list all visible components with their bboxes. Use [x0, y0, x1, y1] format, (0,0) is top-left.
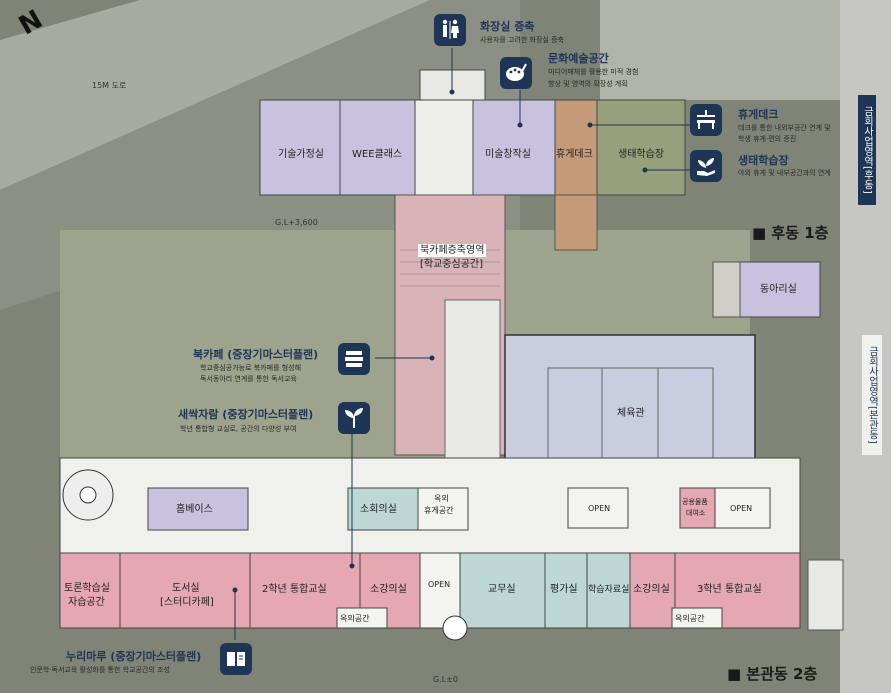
room-label-lecture-1: 소강의실: [370, 584, 407, 595]
callout-deck-desc2: 학생 휴게·편의 증진: [738, 135, 797, 143]
room-label-wee: WEE클래스: [352, 149, 403, 160]
corridor-core: [444, 299, 501, 461]
callout-sprout-title: 새싹자람 (중장기마스터플랜): [178, 408, 314, 421]
room-eco: [596, 99, 686, 196]
callout-bookcafe-title: 북카페 (중장기마스터플랜): [193, 348, 319, 361]
callout-restroom-title: 화장실 증축: [480, 20, 535, 33]
room-outdoor-rest: [417, 487, 469, 531]
plant-hand-icon: [690, 150, 722, 182]
room-label-materials: 학습자료실: [588, 585, 630, 595]
restroom-icon: [434, 14, 466, 46]
room-label-eval: 평가실: [550, 584, 578, 595]
room-label-debate-1: 토론학습실: [64, 583, 110, 594]
room-label-club: 동아리실: [760, 284, 797, 295]
callout-sprout-desc: 학년 통합형 교실로, 공간의 다양성 부여: [180, 425, 297, 433]
callout-restroom-desc: 사용자를 고려한 화장실 증축: [480, 36, 564, 44]
room-label-grade3: 3학년 통합교실: [697, 584, 762, 595]
room-label-north-cafe-sub: [학교중심공간]: [420, 259, 484, 270]
room-label-open-3: OPEN: [428, 580, 451, 589]
room-label-lecture-2: 소강의실: [633, 584, 670, 595]
book-open-icon: [220, 643, 252, 675]
bench-icon: [690, 104, 722, 136]
stair-core: [414, 99, 474, 196]
sprout-icon: [338, 402, 370, 434]
callout-eco-desc: 야외 휴게 및 내부공간과의 연계: [738, 169, 831, 177]
callout-bookcafe-desc1: 학교중심공가능로 북카페를 형성해: [200, 364, 302, 372]
side-label-rear: 금회사업영역[후동]: [858, 95, 876, 205]
room-label-grade2: 2학년 통합교실: [262, 584, 327, 595]
room-wee: [339, 99, 416, 196]
room-debate: [59, 552, 121, 629]
level-upper: G.L+3,600: [275, 218, 318, 227]
outdoor-space-2: [671, 607, 723, 629]
room-label-library-1: 도서실: [172, 583, 200, 594]
room-lending: [679, 487, 716, 529]
callout-bookcafe-desc2: 독서동아리 연계를 통한 독서교육: [200, 375, 297, 383]
room-label-tech-home: 기술가정실: [278, 149, 324, 160]
room-art: [472, 99, 556, 196]
room-label-outdoor-space-1: 옥외공간: [340, 614, 370, 623]
room-label-outdoor-space-2: 옥외공간: [675, 614, 705, 623]
callout-culture-desc2: 향상 및 영역의 확장성 계획: [548, 80, 628, 88]
road-label: 15M 도로: [92, 81, 127, 90]
room-label-small-meeting: 소회의실: [360, 504, 397, 515]
room-label-staff: 교무실: [488, 584, 516, 595]
callout-eco-title: 생태학습장: [738, 154, 789, 167]
room-label-debate-2: 자습공간: [68, 597, 105, 608]
callout-culture-desc1: 미디어매체를 활용한 미적 경험: [548, 68, 639, 76]
room-label-north-cafe: 북카페증축영역: [418, 244, 487, 257]
room-label-outdoor-rest-1: 옥외: [434, 494, 449, 503]
room-label-homebase: 홈베이스: [176, 504, 213, 515]
callout-culture-title: 문화예술공간: [548, 52, 609, 65]
floor-label-rear: ■ 후동 1층: [752, 224, 829, 242]
side-label-main: 금회사업영역[본관동]: [862, 335, 882, 455]
callout-nurimaru-title: 누리마루 (중장기마스터플랜): [66, 650, 202, 663]
room-label-rest-deck: 휴게데크: [556, 149, 593, 160]
callout-nurimaru-desc: 인문학·독서교육 활성화를 통한 학교공간의 조성: [30, 666, 170, 674]
room-open-1: [567, 487, 629, 529]
room-label-open-2: OPEN: [730, 504, 753, 513]
room-label-eco: 생태학습장: [618, 149, 664, 160]
room-label-library-2: [스터디카페]: [160, 597, 214, 608]
callout-deck-desc1: 데크를 통한 내외부공간 연계 및: [738, 124, 831, 132]
room-homebase: [147, 487, 249, 531]
level-ground: G.L±0: [433, 675, 458, 684]
callout-deck-title: 휴게데크: [738, 108, 779, 121]
room-open-2: [714, 487, 771, 529]
room-open-3: [419, 552, 461, 629]
outdoor-space-1: [336, 607, 388, 629]
room-label-lending-2: 대여소: [686, 509, 706, 517]
deck-extension: [554, 194, 598, 251]
room-club: [739, 261, 821, 318]
palette-icon: [500, 57, 532, 89]
room-materials: [586, 552, 631, 629]
room-label-outdoor-rest-2: 휴게공간: [424, 506, 454, 515]
room-label-lending-1: 공용물품: [682, 498, 708, 506]
books-icon: [338, 343, 370, 375]
room-staff: [459, 552, 546, 629]
room-small-meeting: [347, 487, 419, 531]
room-label-open-1: OPEN: [588, 504, 611, 513]
room-label-art: 미술창작실: [485, 149, 531, 160]
floor-label-main: ■ 본관동 2층: [727, 665, 818, 683]
room-tech-home: [259, 99, 341, 196]
room-label-gym: 체육관: [617, 408, 645, 419]
